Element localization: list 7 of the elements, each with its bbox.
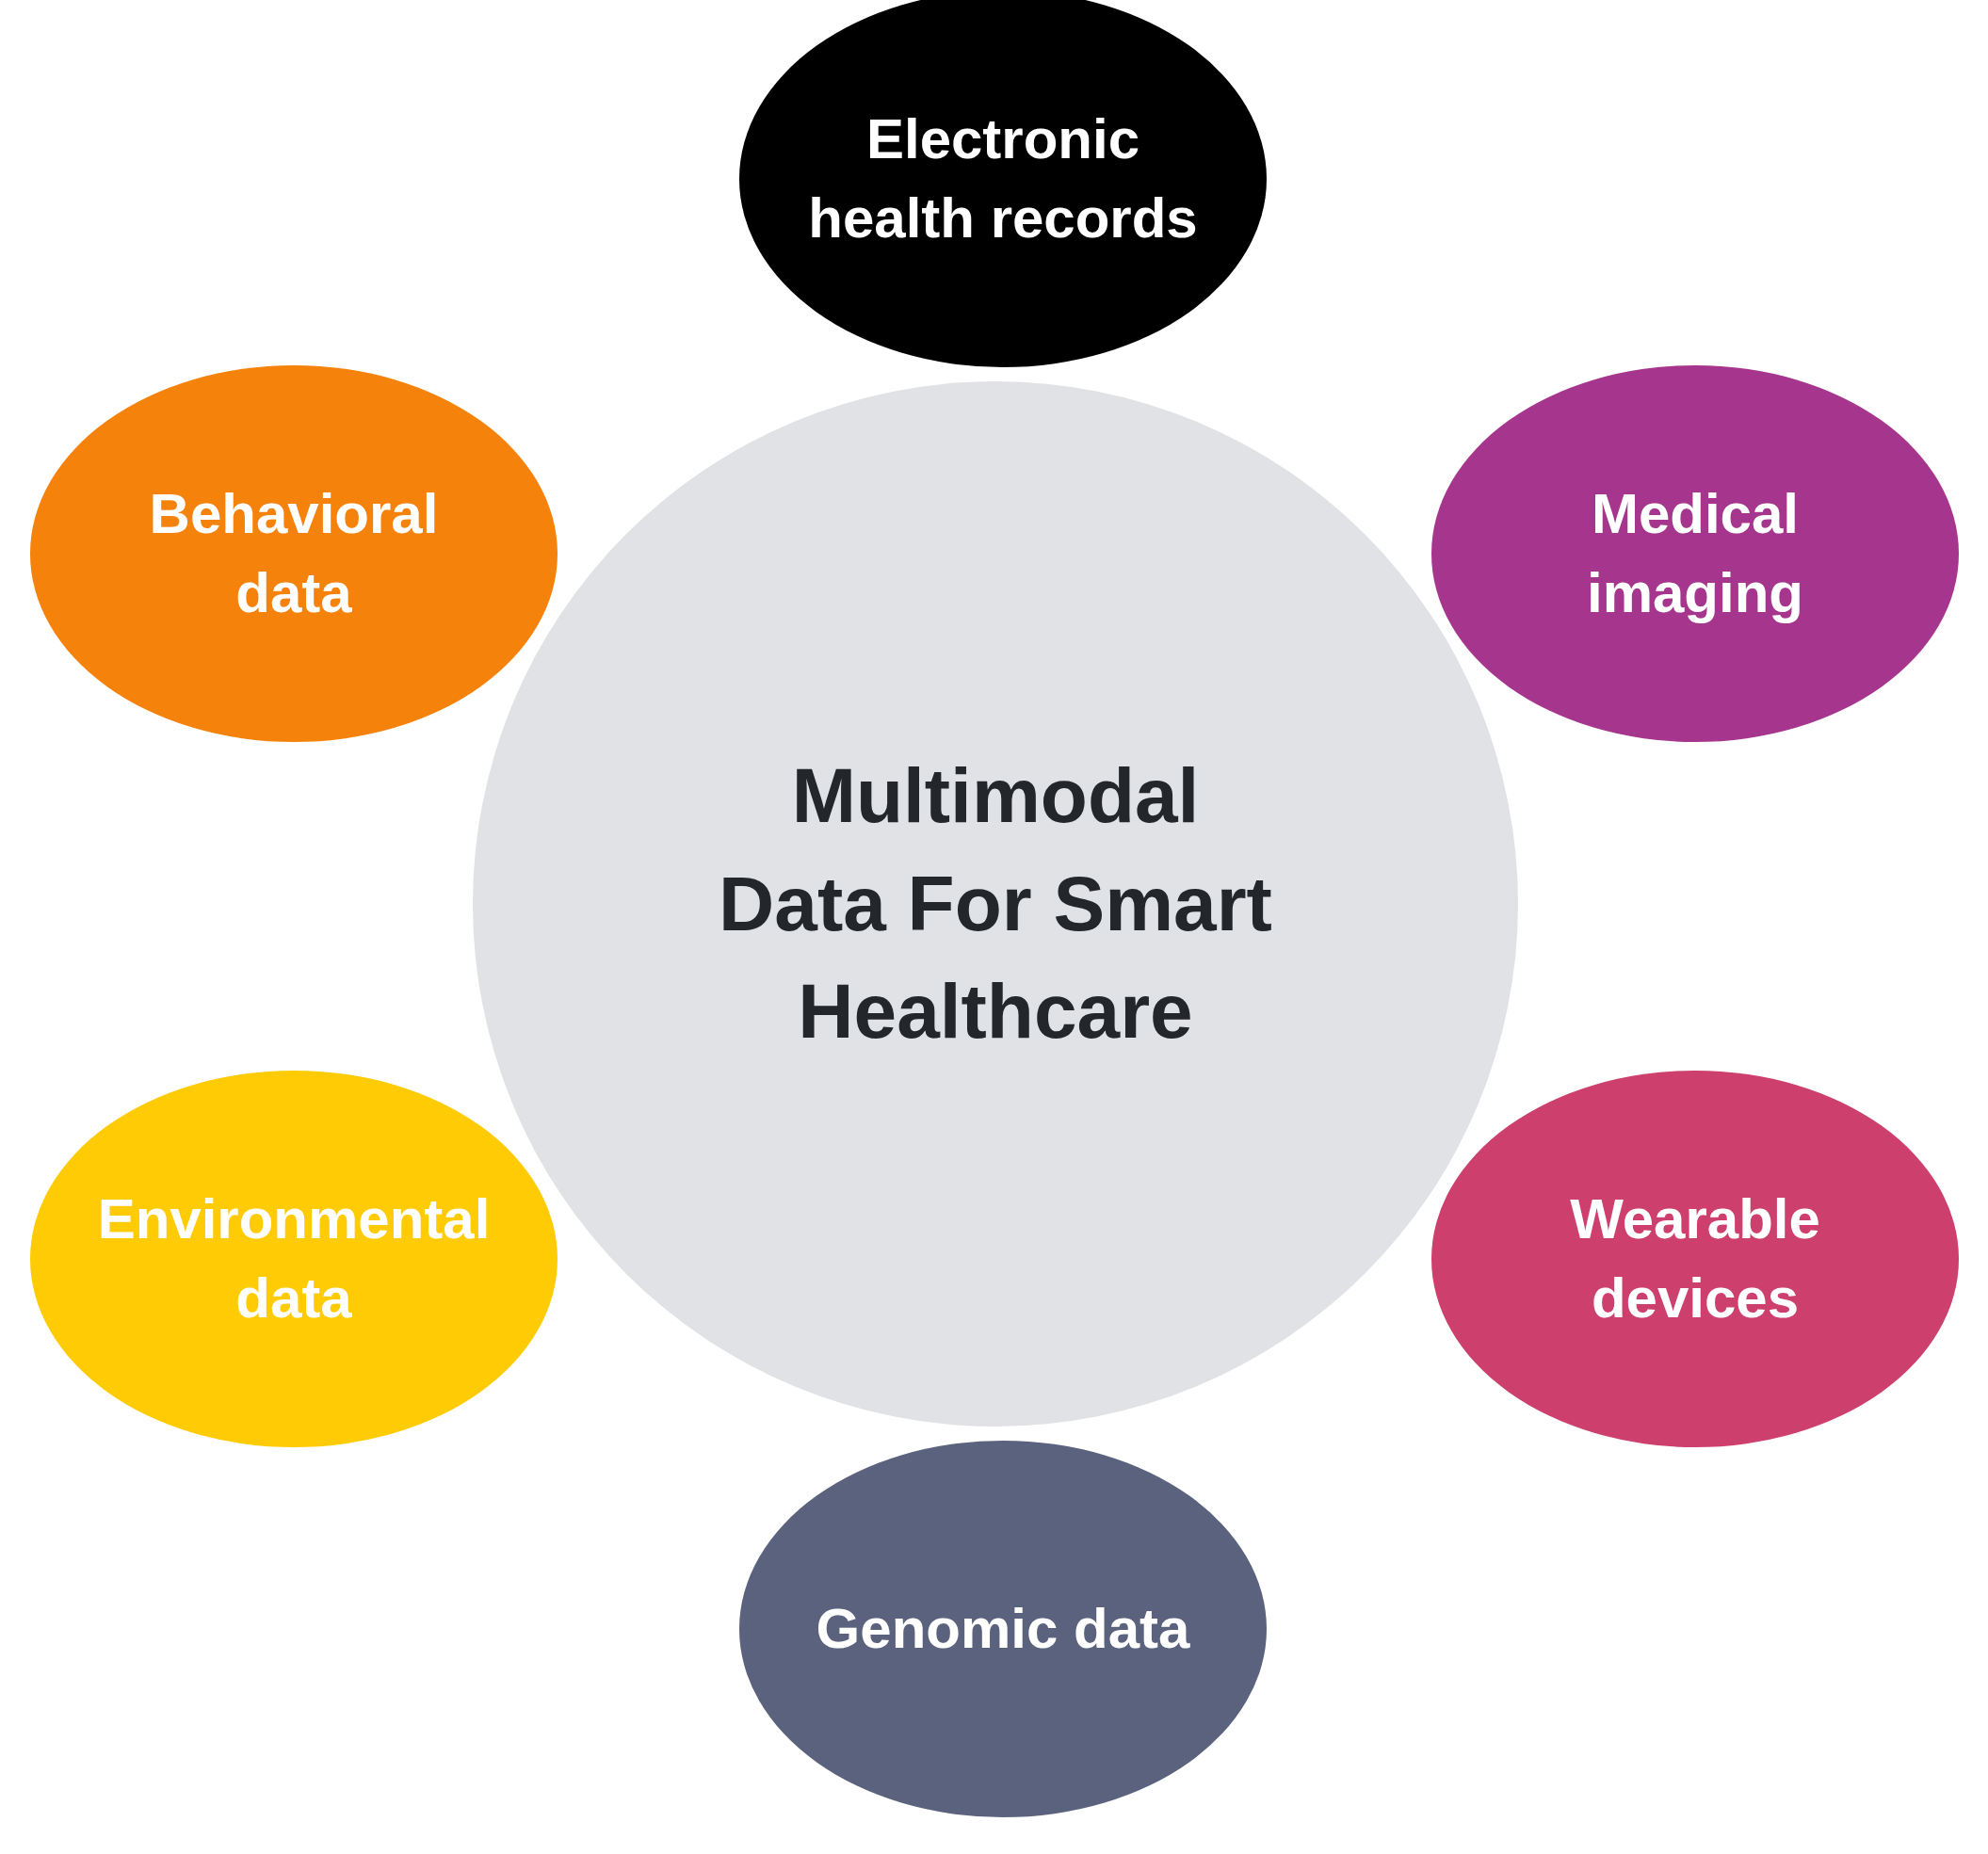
- node-label: Electronic health records: [807, 106, 1199, 251]
- node-label: Behavioral data: [148, 481, 440, 626]
- node-label: Multimodal Data For Smart Healthcare: [718, 750, 1273, 1056]
- node-label: Environmental data: [96, 1186, 492, 1331]
- node-label: Medical imaging: [1586, 481, 1804, 626]
- node-label: Wearable devices: [1569, 1186, 1821, 1331]
- node-label: Genomic data: [816, 1596, 1190, 1662]
